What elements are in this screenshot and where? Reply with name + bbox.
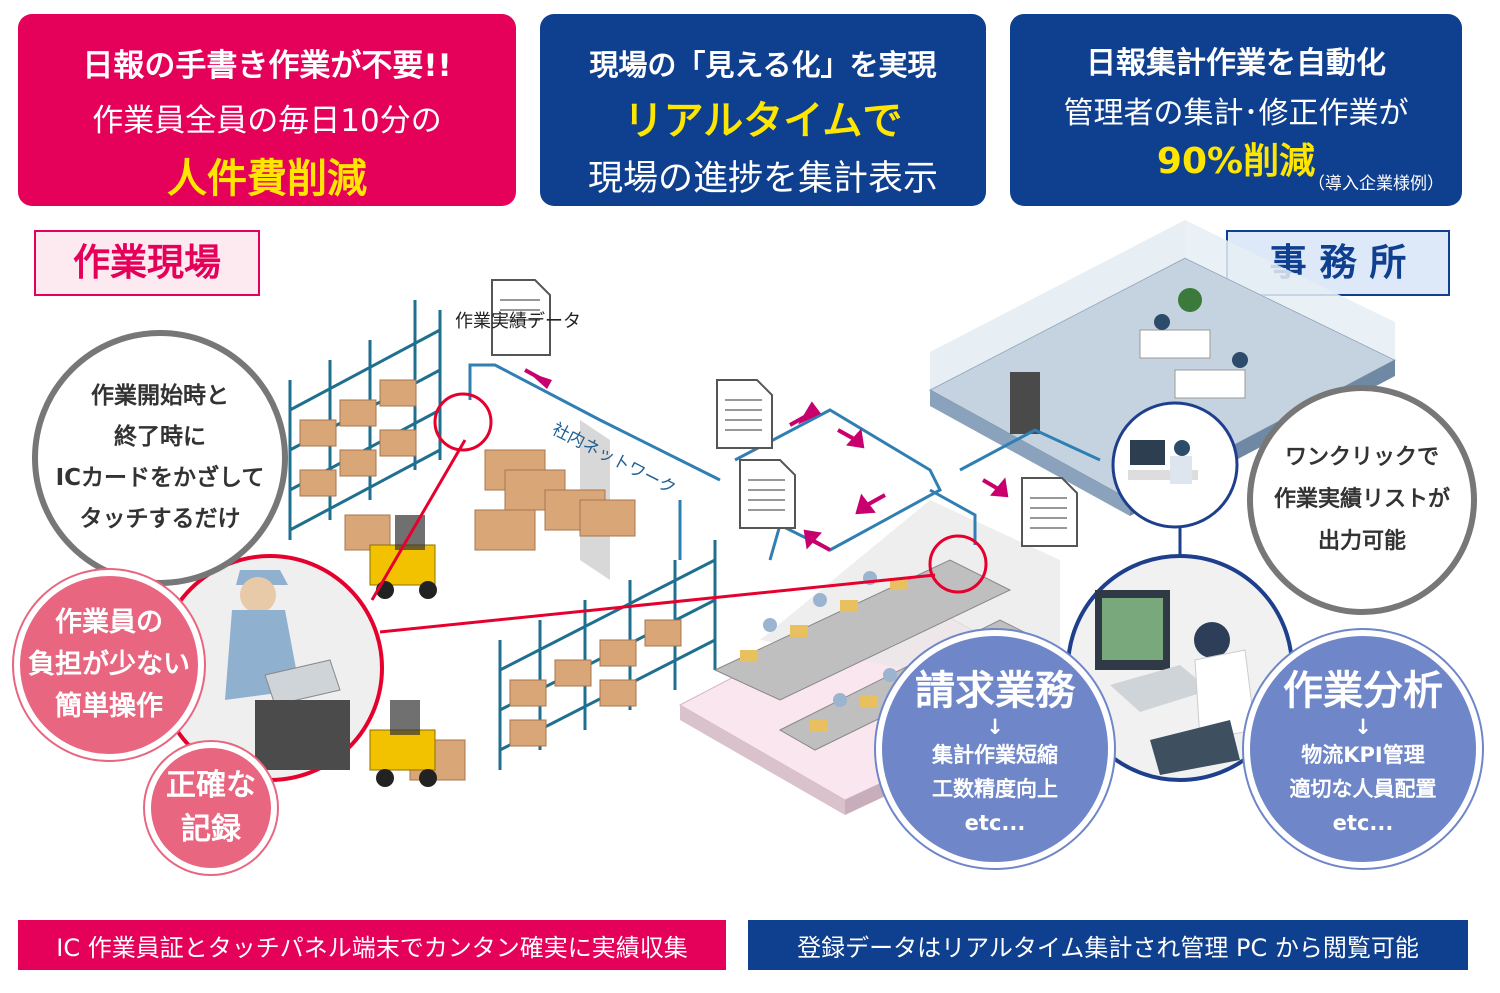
callout-line: 負担が少ない xyxy=(28,649,190,680)
document-icon xyxy=(1021,477,1078,547)
benefit-line-2: 作業員全員の毎日10分の xyxy=(92,103,442,139)
down-arrow-icon: ↓ xyxy=(986,715,1004,739)
document-icon xyxy=(739,459,796,529)
callout-one-click-output: ワンクリックで 作業実績リストが 出力可能 xyxy=(1247,385,1477,615)
benefit-line-1: 日報集計作業を自動化 xyxy=(1086,46,1386,81)
office-pc-zoom xyxy=(1111,401,1239,529)
bottom-bar-viewing: 登録データはリアルタイム集計され管理 PC から閲覧可能 xyxy=(748,920,1468,970)
benefit-highlight: 人件費削減 xyxy=(167,156,367,202)
forklift-icon xyxy=(369,700,437,787)
callout-easy-operation: 作業員の 負担が少ない 簡単操作 xyxy=(14,570,204,760)
benefit-box-labor-cost: 日報の手書き作業が不要!! 作業員全員の毎日10分の 人件費削減 xyxy=(18,14,516,206)
bottom-bar-text: IC 作業員証とタッチパネル端末でカンタン確実に実績収集 xyxy=(56,933,688,962)
callout-line: タッチするだけ xyxy=(79,506,241,532)
arrow-icon xyxy=(855,493,886,515)
forklift-icon xyxy=(369,515,437,599)
benefit-highlight: リアルタイムで xyxy=(623,98,903,144)
callout-line: 工数精度向上 xyxy=(932,777,1058,801)
document-icon xyxy=(716,379,773,449)
benefit-line-1: 現場の「見える化」を実現 xyxy=(589,48,937,82)
callout-line: ICカードをかざして xyxy=(55,465,265,491)
benefit-note: （導入企業様例） xyxy=(1308,174,1444,194)
document-icon xyxy=(491,279,551,356)
label-work-site: 作業現場 xyxy=(34,230,260,296)
benefit-line-3: 現場の進捗を集計表示 xyxy=(587,159,938,199)
callout-ic-card-touch: 作業開始時と 終了時に ICカードをかざして タッチするだけ xyxy=(32,330,288,586)
worker-touch-panel-illustration xyxy=(156,554,384,782)
callout-line: 集計作業短縮 xyxy=(932,743,1058,767)
callout-billing-work: 請求業務 ↓ 集計作業短縮 工数精度向上 etc... xyxy=(876,630,1114,868)
callout-title: 作業分析 xyxy=(1283,668,1443,714)
arrow-icon xyxy=(789,401,822,427)
boxes-center xyxy=(409,619,682,781)
label-work-site-text: 作業現場 xyxy=(73,241,221,284)
callout-line: 簡単操作 xyxy=(55,691,163,722)
callout-line: 適切な人員配置 xyxy=(1289,777,1437,801)
callout-line: 物流KPI管理 xyxy=(1301,743,1425,767)
benefit-box-automation: 日報集計作業を自動化 管理者の集計･修正作業が 90%削減 （導入企業様例） xyxy=(1010,14,1462,206)
arrow-icon xyxy=(803,529,831,552)
callout-lines xyxy=(370,392,988,634)
callout-accurate-record: 正確な 記録 xyxy=(145,742,277,874)
bottom-bar-text: 登録データはリアルタイム集計され管理 PC から閲覧可能 xyxy=(797,933,1419,962)
callout-line: 終了時に xyxy=(114,424,206,450)
callout-line: 正確な xyxy=(166,768,256,803)
callout-line: 作業開始時と xyxy=(91,383,229,409)
arrow-icon xyxy=(981,477,1009,498)
callout-title: 請求業務 xyxy=(915,668,1075,714)
benefit-line-2: 管理者の集計･修正作業が xyxy=(1063,96,1409,131)
callout-line: ワンクリックで xyxy=(1284,445,1439,470)
benefit-line-1: 日報の手書き作業が不要!! xyxy=(82,48,452,84)
down-arrow-icon: ↓ xyxy=(1354,715,1372,739)
benefit-box-visualization: 現場の「見える化」を実現 リアルタイムで 現場の進捗を集計表示 xyxy=(540,14,986,206)
callout-line: 作業実績リストが xyxy=(1273,487,1450,512)
callout-line: 記録 xyxy=(181,812,241,847)
arrow-icon xyxy=(837,428,865,449)
work-data-label: 作業実績データ xyxy=(455,311,581,332)
bottom-bar-collection: IC 作業員証とタッチパネル端末でカンタン確実に実績収集 xyxy=(18,920,726,970)
callout-line: etc... xyxy=(1332,811,1394,835)
callout-work-analysis: 作業分析 ↓ 物流KPI管理 適切な人員配置 etc... xyxy=(1244,630,1482,868)
benefit-highlight: 90%削減 xyxy=(1156,141,1316,182)
callout-line: 作業員の xyxy=(55,607,163,638)
callout-line: etc... xyxy=(964,811,1026,835)
arrow-icon xyxy=(524,368,552,389)
callout-line: 出力可能 xyxy=(1317,529,1406,554)
boxes-left xyxy=(299,379,636,551)
